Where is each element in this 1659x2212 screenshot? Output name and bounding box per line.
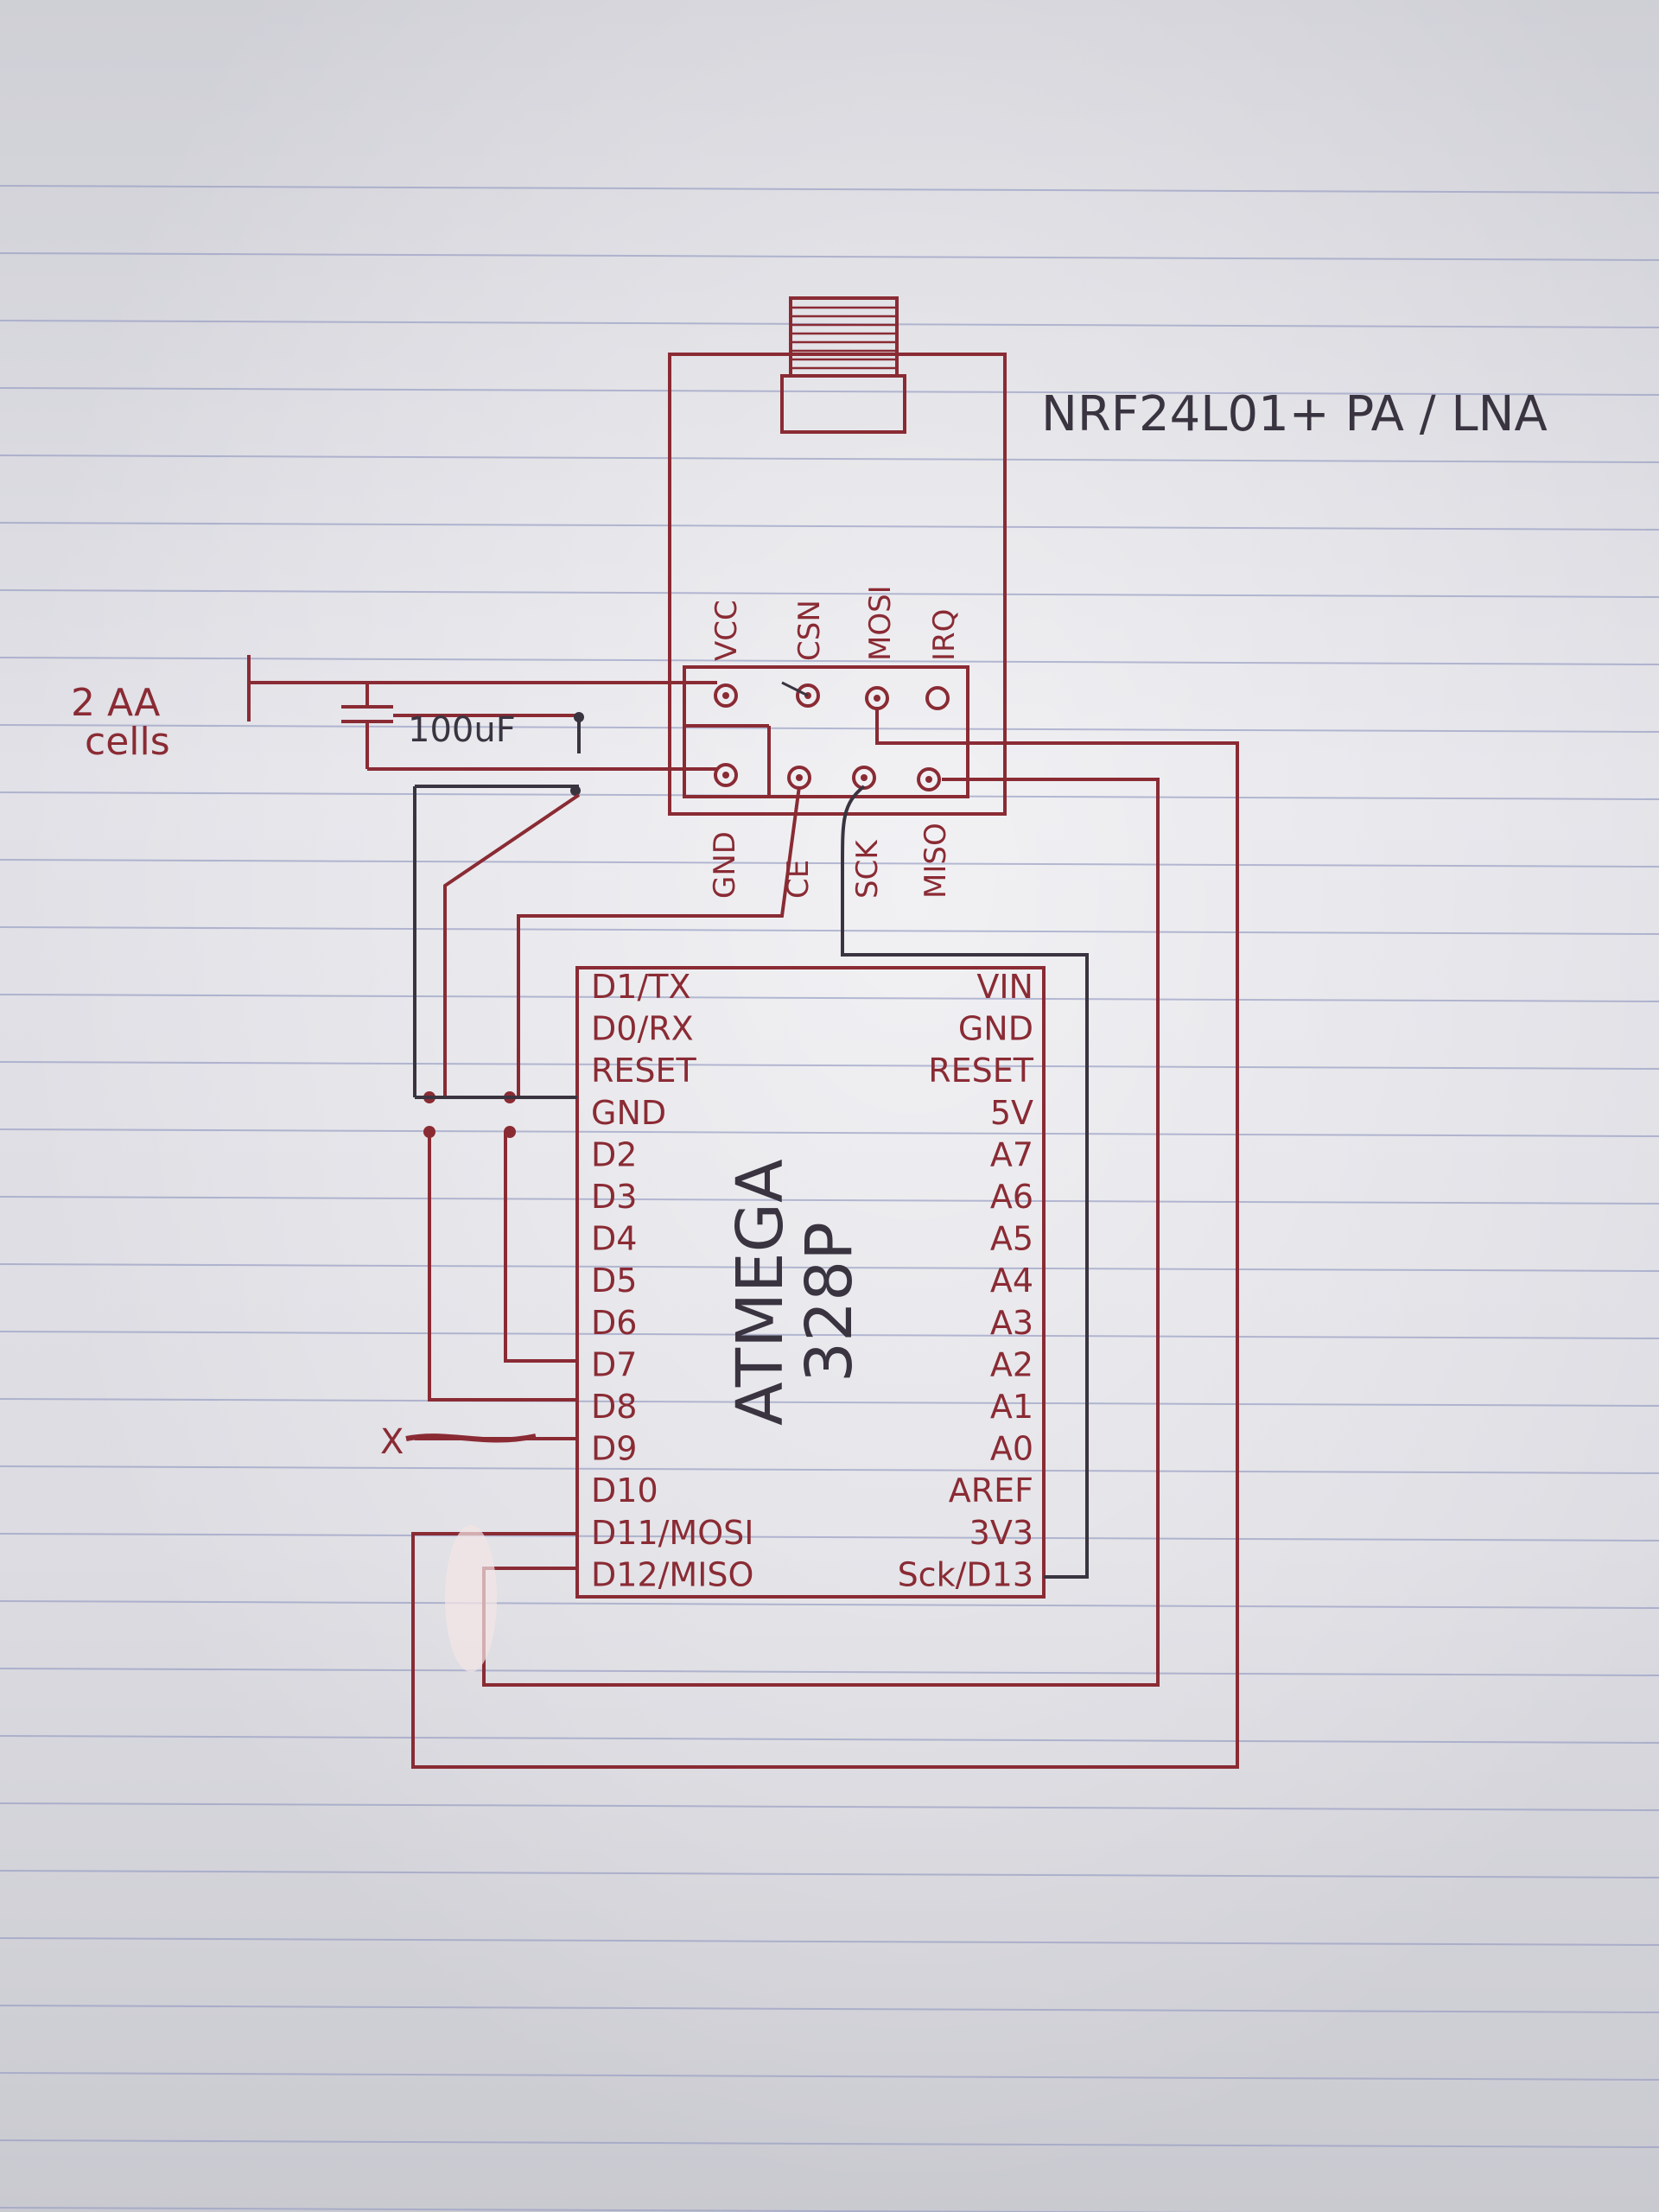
ruled-line — [0, 724, 1659, 733]
battery-label-line2: cells — [85, 720, 170, 764]
mcu-left-pin-label: D4 — [591, 1220, 637, 1258]
label-vcc: VCC — [709, 600, 744, 661]
ruled-line — [0, 1061, 1659, 1070]
ruled-line — [0, 2005, 1659, 2013]
crossed-out-d9-mark: X — [380, 1422, 537, 1462]
mcu-left-pin-label: D3 — [591, 1178, 637, 1216]
ruled-line — [0, 1870, 1659, 1878]
ruled-line — [0, 2072, 1659, 2081]
mcu-right-pin-label: A7 — [990, 1135, 1033, 1173]
battery-label-line1: 2 AA — [71, 681, 160, 725]
label-mosi: MOSI — [863, 585, 898, 661]
mcu-left-pin-label: D7 — [591, 1345, 637, 1383]
label-csn: CSN — [792, 600, 827, 661]
mcu-right-pin-label: A5 — [990, 1220, 1033, 1258]
mcu-left-pin-label: D10 — [591, 1471, 658, 1510]
sck-wire — [841, 785, 1089, 1579]
ruled-line — [0, 589, 1659, 598]
pin-vcc — [714, 683, 738, 708]
ruled-line — [0, 1398, 1659, 1407]
ruled-line — [0, 1263, 1659, 1272]
mcu-right-pin-label: RESET — [928, 1052, 1034, 1090]
pin-header-block — [683, 665, 969, 798]
mcu-right-pin-label: A0 — [990, 1430, 1033, 1468]
ruled-line — [0, 859, 1659, 868]
mcu-left-pin-label: D9 — [591, 1430, 637, 1468]
ruled-line — [0, 454, 1659, 463]
pin-irq — [925, 686, 950, 710]
label-sck: SCK — [850, 839, 885, 899]
ruled-line — [0, 1802, 1659, 1811]
csn-wire — [781, 681, 809, 697]
mcu-right-pin-label: VIN — [976, 968, 1033, 1006]
ruled-line — [0, 2207, 1245, 2212]
ruled-line — [0, 1937, 1659, 1946]
mcu-center-label: ATMEGA 328P — [723, 1159, 867, 1426]
mcu-right-pin-label: A3 — [990, 1304, 1033, 1342]
ruled-line — [0, 252, 1659, 261]
mcu-left-pin-label: D12/MISO — [591, 1555, 753, 1593]
mcu-left-pin-label: D8 — [591, 1388, 637, 1426]
ruled-line — [0, 1331, 1659, 1339]
mcu-left-pin-label: D5 — [591, 1262, 637, 1300]
mcu-left-pin-label: D0/RX — [591, 1010, 694, 1048]
ruled-line — [0, 926, 1659, 935]
pin-miso — [917, 767, 941, 791]
gnd-rail — [413, 715, 581, 1097]
label-irq: IRQ — [927, 609, 962, 661]
ruled-line — [0, 1533, 1659, 1541]
mcu-right-pin-label: 3V3 — [969, 1514, 1033, 1552]
mcu-left-pin-label: RESET — [591, 1052, 697, 1090]
ruled-line — [0, 1465, 1659, 1474]
signal-wires — [411, 709, 1239, 1769]
nrf-top-pin-labels: VCC CSN MOSI IRQ — [709, 585, 962, 661]
eraser-smudge — [445, 1525, 497, 1672]
nrf-header-pins — [714, 683, 950, 791]
mcu-left-pin-labels: D1/TX D0/RX RESET GNDD2D3D4D5D6D7D8D9D10D11… — [591, 968, 753, 1593]
mcu-right-pin-label: A1 — [990, 1388, 1033, 1426]
ruled-line — [0, 994, 1659, 1002]
nrf-bottom-pin-labels: GND CE SCK MISO — [708, 823, 953, 899]
mcu-left-pin-label: D6 — [591, 1304, 637, 1342]
mcu-right-pin-label: A6 — [990, 1178, 1033, 1216]
mcu-label-line1: ATMEGA — [723, 1159, 798, 1426]
mcu-right-pin-label: 5V — [990, 1094, 1033, 1132]
antenna-connector-icon — [780, 296, 906, 434]
mcu-right-pin-label: Sck/D13 — [898, 1555, 1033, 1593]
mcu-label-line2: 328P — [792, 1222, 867, 1382]
mcu-left-pin-label: D11/MOSI — [591, 1514, 753, 1552]
ruled-line — [0, 2139, 1659, 2148]
nrf-module-body — [668, 353, 1007, 816]
mcu-right-pin-label: A4 — [990, 1262, 1033, 1300]
mcu-right-pin-label: GND — [958, 1010, 1033, 1048]
pin-gnd — [714, 763, 738, 787]
module-title: NRF24L01+ PA / LNA — [1041, 386, 1548, 442]
nrf-module — [668, 296, 1007, 816]
pin-csn — [796, 683, 820, 708]
ruled-line — [0, 657, 1659, 665]
battery-wiring — [247, 655, 717, 771]
mcu-right-pin-label: AREF — [949, 1471, 1033, 1510]
ruled-line — [0, 1128, 1659, 1137]
mcu-left-pin-label: D1/TX — [591, 968, 690, 1006]
mcu-left-pin-label: GND — [591, 1094, 666, 1132]
ruled-line — [0, 522, 1659, 531]
ruled-line — [0, 1735, 1659, 1744]
label-gnd: GND — [708, 831, 742, 899]
mcu-body — [575, 966, 1046, 1599]
ruled-line — [0, 1668, 1659, 1676]
ruled-line — [0, 1600, 1659, 1609]
ruled-line — [0, 387, 1659, 396]
ruled-line — [0, 185, 1659, 194]
mcu-right-pin-label: A2 — [990, 1345, 1033, 1383]
capacitor-label: 100uF — [408, 710, 516, 750]
ruled-line — [0, 1196, 1659, 1205]
crossed-out-x: X — [380, 1422, 404, 1462]
label-miso: MISO — [918, 823, 953, 899]
mcu-left-pin-label: D2 — [591, 1135, 637, 1173]
